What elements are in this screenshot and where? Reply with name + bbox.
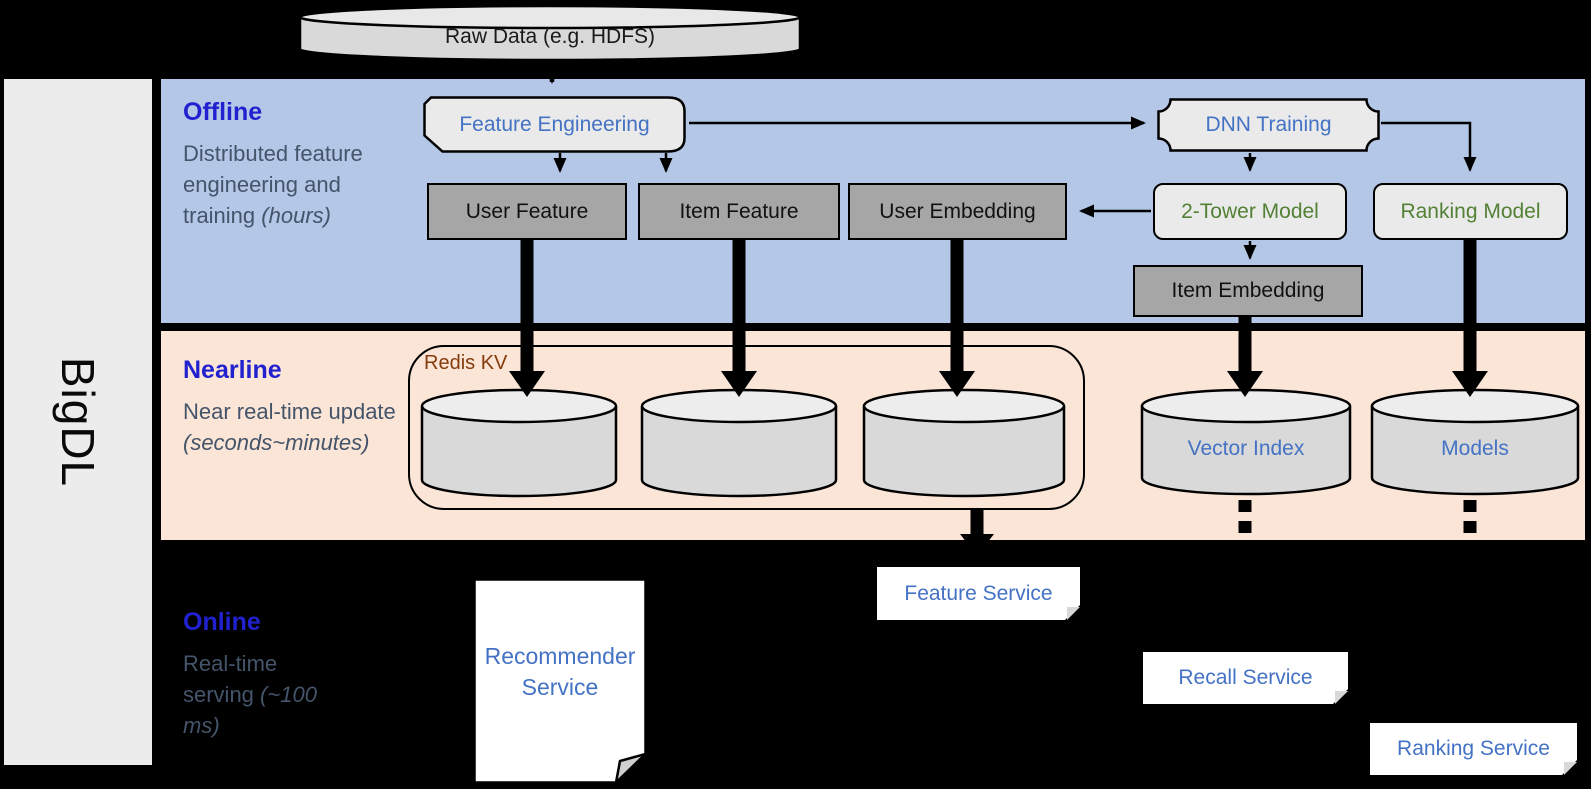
online-label-block: Online Real-time serving (~100 ms) bbox=[183, 608, 333, 741]
redis-cylinder-3 bbox=[862, 388, 1066, 498]
redis-kv-container bbox=[408, 345, 1085, 510]
item-embedding-node: Item Embedding bbox=[1133, 265, 1363, 317]
redis-cylinder-2 bbox=[640, 388, 838, 498]
two-tower-model-node: 2-Tower Model bbox=[1153, 183, 1347, 240]
feature-engineering-label: Feature Engineering bbox=[459, 112, 650, 136]
nearline-label-block: Nearline Near real-time update (seconds~… bbox=[183, 356, 408, 458]
user-feature-node: User Feature bbox=[427, 183, 627, 240]
nearline-subtitle: Near real-time update (seconds~minutes) bbox=[183, 399, 396, 455]
vector-index-label: Vector Index bbox=[1187, 437, 1305, 460]
cylinder-shape bbox=[298, 4, 802, 62]
user-embedding-node: User Embedding bbox=[848, 183, 1067, 240]
offline-subtitle: Distributed feature engineering and trai… bbox=[183, 141, 363, 228]
dnn-training-node: DNN Training bbox=[1157, 98, 1380, 152]
feature-service-node: Feature Service bbox=[877, 567, 1080, 620]
redis-kv-label: Redis KV bbox=[424, 352, 508, 374]
online-title: Online bbox=[183, 608, 261, 636]
offline-title: Offline bbox=[183, 98, 263, 126]
offline-label-block: Offline Distributed feature engineering … bbox=[183, 98, 408, 231]
raw-data-label: Raw Data (e.g. HDFS) bbox=[444, 25, 656, 48]
recommender-service-node: Recommender Service bbox=[473, 578, 647, 784]
raw-data-cylinder: Raw Data (e.g. HDFS) bbox=[298, 4, 802, 62]
redis-cylinder-1 bbox=[420, 388, 618, 498]
document-shape bbox=[473, 578, 647, 784]
bigdl-brand-bar: BigDL bbox=[4, 79, 152, 765]
models-label: Models bbox=[1441, 437, 1509, 460]
vector-index-cylinder: Vector Index bbox=[1140, 388, 1352, 496]
online-subtitle: Real-time serving (~100 ms) bbox=[183, 651, 317, 738]
recommender-service-label: Recommender Service bbox=[484, 643, 636, 700]
ranking-model-node: Ranking Model bbox=[1373, 183, 1568, 240]
models-cylinder: Models bbox=[1370, 388, 1580, 496]
dnn-training-label: DNN Training bbox=[1205, 113, 1332, 136]
bigdl-label: BigDL bbox=[51, 356, 104, 488]
recall-service-node: Recall Service bbox=[1143, 652, 1348, 704]
ranking-service-node: Ranking Service bbox=[1370, 723, 1577, 775]
feature-engineering-node: Feature Engineering bbox=[423, 96, 686, 153]
nearline-title: Nearline bbox=[183, 356, 282, 384]
snip-rect-shape bbox=[423, 96, 686, 153]
item-feature-node: Item Feature bbox=[638, 183, 840, 240]
plaque-shape bbox=[1157, 98, 1380, 152]
